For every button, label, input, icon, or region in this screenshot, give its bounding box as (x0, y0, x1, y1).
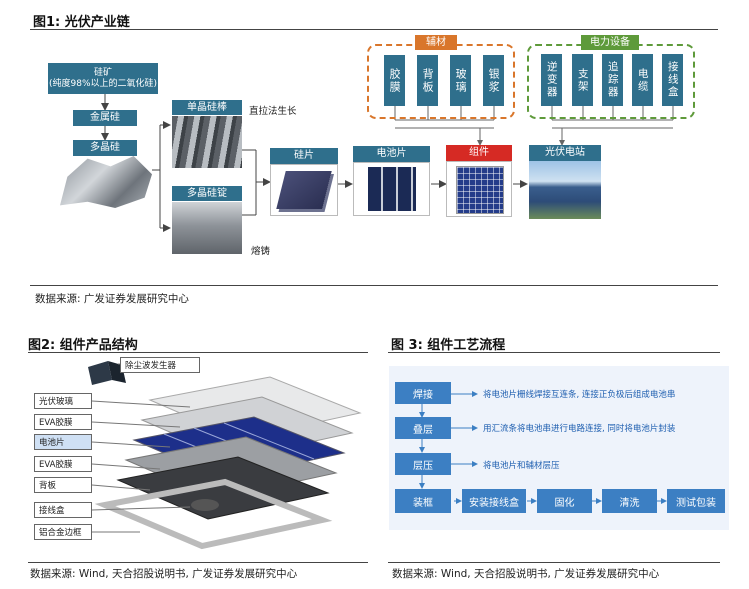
note-stacking: 用汇流条将电池串进行电路连接, 同时将电池片封装 (483, 424, 676, 434)
power-item-junction-box: 接线盒 (662, 54, 683, 106)
wafer-image (276, 171, 332, 209)
wafer-image-frame (270, 164, 338, 216)
fig1-top-rule (30, 29, 718, 30)
fig3-source: 数据来源: Wind, 天合招股说明书, 广发证券发展研究中心 (392, 568, 660, 580)
power-equipment-title: 电力设备 (581, 35, 639, 50)
layer-label-cell: 电池片 (34, 434, 92, 450)
aux-item-glass: 玻璃 (450, 55, 471, 106)
fig1-bottom-rule (30, 285, 718, 286)
fig2-source: 数据来源: Wind, 天合招股说明书, 广发证券发展研究中心 (30, 568, 298, 580)
polysilicon-box: 多晶硅 (73, 140, 137, 156)
layer-label-backsheet: 背板 (34, 477, 92, 493)
fig2-bottom-rule (28, 562, 368, 563)
layer-label-generator: 除尘波发生器 (120, 357, 200, 373)
note-welding: 将电池片栅线焊接互连条, 连接正负极后组成电池串 (483, 390, 676, 400)
step-cleaning: 清洗 (602, 489, 657, 513)
step-framing: 装框 (395, 489, 451, 513)
process-arrows (419, 391, 667, 504)
step-curing: 固化 (537, 489, 592, 513)
power-item-inverter: 逆变器 (541, 54, 562, 106)
step-install-junction-box: 安装接线盒 (462, 489, 526, 513)
module-image-frame (446, 161, 512, 217)
note-laminating: 将电池片和辅材层压 (483, 461, 560, 471)
module-image (456, 166, 504, 214)
step-stacking: 叠层 (395, 417, 451, 439)
aux-item-encapsulant: 胶膜 (384, 55, 405, 106)
wafer-box: 硅片 (270, 148, 338, 164)
cell-image (368, 167, 416, 211)
layer-label-eva-bottom: EVA胶膜 (34, 456, 92, 472)
power-item-bracket: 支架 (572, 54, 593, 106)
layer-label-junction-box: 接线盒 (34, 502, 92, 518)
czochralski-label: 直拉法生长 (249, 106, 297, 117)
pv-plant-box: 光伏电站 (529, 145, 601, 161)
cell-box: 电池片 (353, 146, 430, 162)
fig1-source: 数据来源: 广发证券发展研究中心 (35, 293, 189, 305)
fig3-top-rule (388, 352, 720, 353)
mono-rod-image (172, 116, 242, 168)
aux-item-silver-paste: 银浆 (483, 55, 504, 106)
metal-silicon-box: 金属硅 (73, 110, 137, 126)
aux-item-backsheet: 背板 (417, 55, 438, 106)
casting-label: 熔铸 (251, 246, 271, 257)
layer-label-pv-glass: 光伏玻璃 (34, 393, 92, 409)
fig3-title: 图 3: 组件工艺流程 (391, 338, 506, 353)
fig2-top-rule (28, 352, 368, 353)
fig2-title: 图2: 组件产品结构 (28, 338, 138, 353)
mono-rod-box: 单晶硅棒 (172, 100, 242, 115)
multi-ingot-box: 多晶硅锭 (172, 186, 242, 201)
silicon-ore-box: 硅矿 (纯度98%以上的二氧化硅) (48, 63, 158, 94)
power-item-tracker: 追踪器 (602, 54, 623, 106)
cell-image-frame (353, 162, 430, 216)
step-test-package: 测试包装 (667, 489, 725, 513)
fig1-title: 图1: 光伏产业链 (33, 15, 130, 30)
module-layers-drawing (88, 361, 362, 550)
aux-materials-title: 辅材 (415, 35, 457, 50)
multi-ingot-image (172, 202, 242, 254)
layer-label-eva-top: EVA胶膜 (34, 414, 92, 430)
power-item-cable: 电缆 (632, 54, 653, 106)
step-laminating: 层压 (395, 453, 451, 475)
layer-label-frame: 铝合金边框 (34, 524, 92, 540)
fig3-bottom-rule (388, 562, 720, 563)
step-welding: 焊接 (395, 382, 451, 404)
pv-plant-image (529, 161, 601, 219)
module-box: 组件 (446, 145, 512, 161)
